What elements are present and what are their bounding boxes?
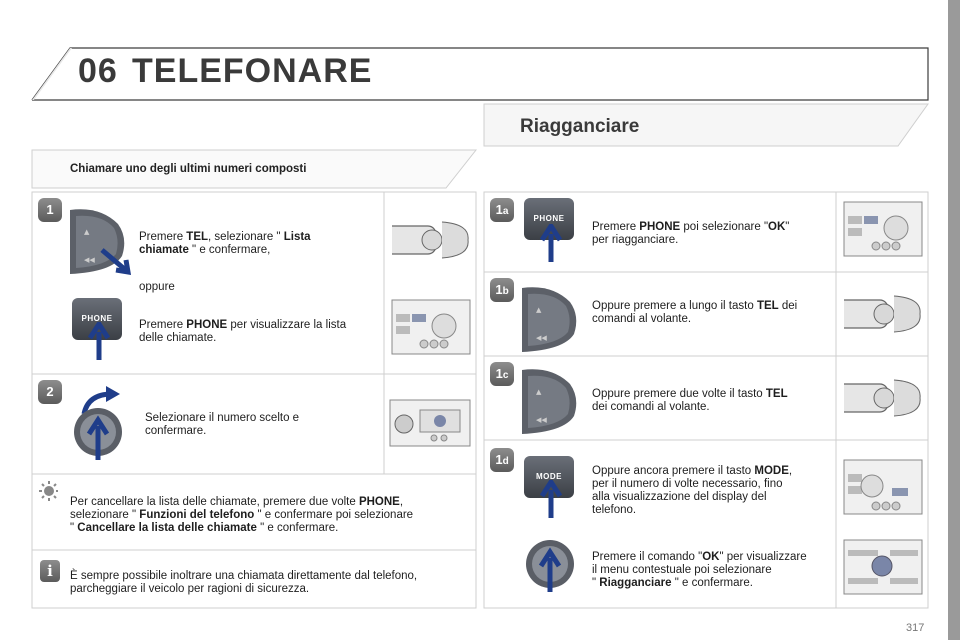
press-arrow-icon	[540, 480, 562, 518]
step-badge-1b: 1b	[490, 278, 514, 302]
header-decoration	[31, 47, 929, 101]
press-arrow-icon	[88, 322, 110, 360]
tip-text-line2: selezionare " Funzioni del telefono " e …	[70, 509, 414, 521]
step-badge-1: 1	[38, 198, 62, 222]
step1-text-line4: delle chiamate.	[139, 332, 217, 344]
rotary-knob-icon	[74, 408, 122, 460]
info-text-line1: È sempre possibile inoltrare una chiamat…	[70, 570, 418, 582]
step-badge-2: 2	[38, 380, 62, 404]
s1d-text-line3: alla visualizzazione del display del	[592, 491, 767, 503]
s1d-text-line1: Oppure ancora premere il tasto MODE,	[592, 465, 793, 477]
svg-text:◀◀: ◀◀	[84, 256, 95, 264]
section-title: Riagganciare	[520, 116, 640, 137]
chapter-number: 06	[78, 52, 118, 90]
s1b-text-line2: comandi al volante.	[592, 313, 692, 325]
step1-text-line2: chiamate " e confermare,	[139, 244, 271, 256]
s1d-text-line6: il menu contestuale poi selezionare	[592, 564, 772, 576]
s1a-text-line2: per riagganciare.	[592, 234, 679, 246]
svg-text:▲: ▲	[536, 388, 542, 396]
page-number: 317	[906, 622, 925, 634]
step-badge-1c: 1c	[490, 362, 514, 386]
rotate-arrow-icon	[81, 386, 120, 415]
steering-control-icon: ▲ ◀◀	[70, 209, 132, 276]
radio-knob-thumbnail	[843, 539, 923, 595]
info-text-line2: parcheggiare il veicolo per ragioni di s…	[70, 583, 310, 595]
s1d-text-line2: per il numero di volte necessario, fino	[592, 478, 783, 490]
tip-text-line1: Per cancellare la lista delle chiamate, …	[70, 496, 404, 508]
s1a-text-line1: Premere PHONE poi selezionare "OK"	[592, 221, 790, 233]
radio-panel-thumbnail	[843, 459, 923, 515]
svg-text:▲: ▲	[536, 306, 542, 314]
step1-text-line3: Premere PHONE per visualizzare la lista	[139, 319, 347, 331]
s1d-text-line4: telefono.	[592, 504, 637, 516]
svg-text:◀◀: ◀◀	[536, 334, 547, 342]
svg-text:◀◀: ◀◀	[536, 416, 547, 424]
step2-text-line2: confermare.	[145, 425, 207, 437]
step-badge-1d: 1d	[490, 448, 514, 472]
steering-stalk-thumbnail	[844, 295, 921, 333]
step-badge-1a: 1a	[490, 198, 514, 222]
steering-stalk-thumbnail	[844, 379, 921, 417]
press-arrow-icon	[540, 224, 562, 262]
radio-knob-thumbnail	[389, 399, 471, 447]
chapter-title: TELEFONARE	[132, 52, 373, 90]
tip-icon	[39, 481, 58, 501]
s1d-text-line5: Premere il comando "OK" per visualizzare	[592, 551, 807, 563]
s1d-text-line7: " Riagganciare " e confermare.	[592, 577, 753, 589]
tip-text-line3: " Cancellare la lista delle chiamate " e…	[70, 522, 339, 534]
rotary-knob-icon	[526, 540, 574, 592]
steering-control-icon: ▲ ◀◀	[522, 287, 577, 352]
page-edge-bar	[948, 0, 960, 640]
step2-text-line1: Selezionare il numero scelto e	[145, 412, 300, 424]
s1c-text-line2: dei comandi al volante.	[592, 401, 710, 413]
step1-or-label: oppure	[139, 281, 175, 293]
info-icon: i	[40, 560, 60, 582]
steering-stalk-thumbnail	[392, 221, 469, 259]
step1-text-line1: Premere TEL, selezionare " Lista	[139, 231, 311, 243]
s1b-text-line1: Oppure premere a lungo il tasto TEL dei	[592, 300, 798, 312]
subsection-title: Chiamare uno degli ultimi numeri compost…	[70, 163, 307, 175]
svg-text:▲: ▲	[84, 228, 90, 236]
steering-control-icon: ▲ ◀◀	[522, 369, 577, 434]
s1c-text-line1: Oppure premere due volte il tasto TEL	[592, 388, 788, 400]
radio-panel-thumbnail	[843, 201, 923, 257]
radio-panel-thumbnail	[391, 299, 471, 355]
